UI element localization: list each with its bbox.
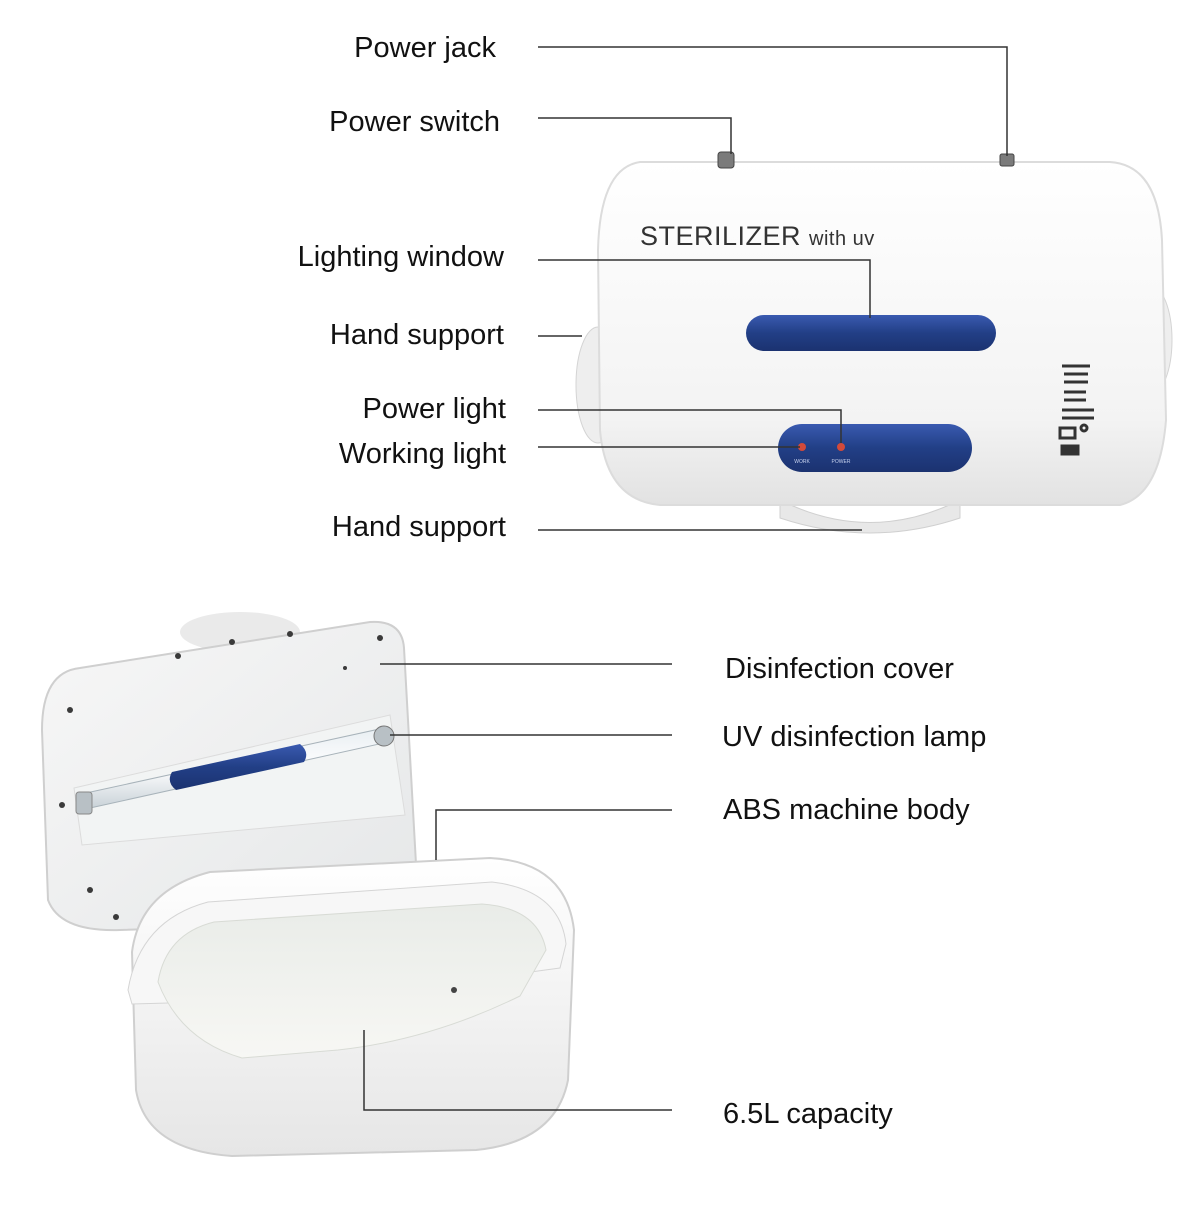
leader-abs-body [435,809,672,860]
svg-text:STERILIZER with uv: STERILIZER with uv [640,221,875,251]
comb-icon [1062,364,1090,384]
label-power-light: Power light [362,393,506,425]
brand-name: STERILIZER [640,221,801,251]
cover-screws [59,631,407,920]
working-light [798,443,806,451]
cavity-hole [451,987,457,993]
lamp-end-cap-left [75,791,93,815]
leader-power-jack [538,46,1008,156]
brush-icon [1062,408,1094,420]
tool-icons [1058,364,1094,456]
leader-lines [363,46,1008,1111]
leader-power-light [538,409,842,443]
tool-icon [1058,423,1089,456]
uv-disinfection-lamp [75,725,395,815]
label-capacity: 6.5L capacity [723,1098,893,1130]
lamp-blue-sleeve [169,744,307,790]
lamp-socket-right [373,725,395,747]
capacity-cavity [157,903,547,1059]
brand-suffix: with uv [808,228,875,250]
label-power-jack: Power jack [354,32,496,64]
label-uv-disinfection-lamp: UV disinfection lamp [722,721,987,753]
label-power-switch: Power switch [329,106,500,138]
lighting-window [746,315,996,351]
label-hand-support-upper: Hand support [329,319,504,351]
leader-power-switch [538,117,732,154]
working-light-caption: WORK [794,459,810,465]
closed-sterilizer: STERILIZER with uv WORK POWER [575,151,1173,534]
indicator-panel [778,424,972,472]
label-hand-support-lower: Hand support [331,511,506,543]
label-disinfection-cover: Disinfection cover [725,653,954,685]
leader-capacity [363,1030,672,1111]
power-light-caption: POWER [832,459,851,465]
nail-clipper-icon [1064,390,1086,402]
label-abs-machine-body: ABS machine body [723,794,970,826]
open-sterilizer [40,612,576,1158]
label-working-light: Working light [338,438,506,470]
leader-lighting-window [538,259,871,318]
label-lighting-window: Lighting window [297,241,504,273]
power-light [837,443,845,451]
power-switch[interactable] [717,151,735,169]
